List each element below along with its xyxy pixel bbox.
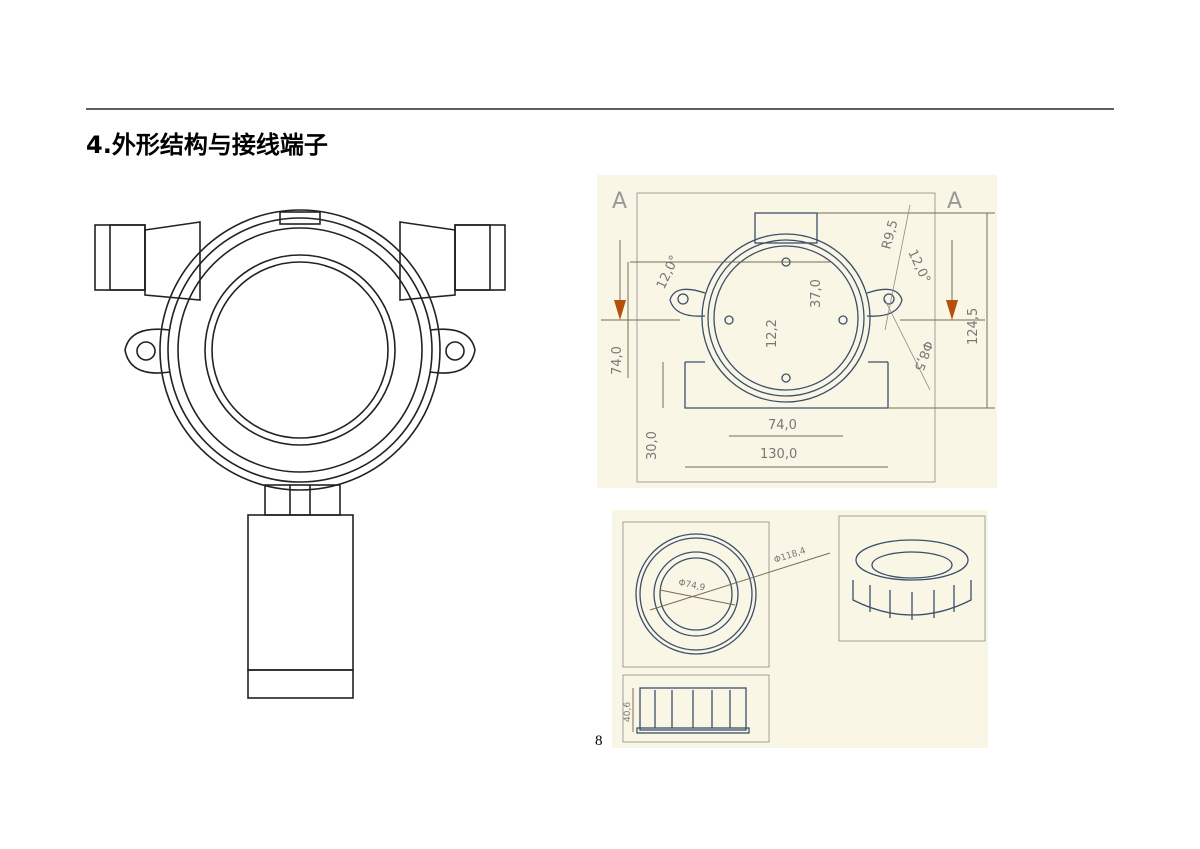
section-marker-right: A (947, 189, 962, 214)
svg-text:30,0: 30,0 (645, 431, 660, 460)
detector-front-view (94, 209, 506, 699)
svg-text:37,0: 37,0 (809, 279, 824, 308)
cap-technical-drawing: Φ118,4 Φ74,9 40,6 (612, 510, 988, 748)
svg-text:12,2: 12,2 (765, 319, 780, 348)
section-heading: 4.外形结构与接线端子 (86, 131, 328, 159)
section-arrow-right (946, 300, 958, 320)
page-number: 8 (595, 733, 603, 749)
svg-text:74,0: 74,0 (610, 346, 625, 375)
section-marker-left: A (612, 189, 627, 214)
svg-text:74,0: 74,0 (768, 418, 797, 433)
svg-text:R9,5: R9,5 (879, 218, 901, 251)
svg-text:130,0: 130,0 (760, 447, 797, 462)
housing-technical-drawing: A A 12,0° 12,0° R9,5 (597, 175, 997, 488)
svg-text:124,5: 124,5 (966, 308, 981, 345)
section-arrow-left (614, 300, 626, 320)
height-label: 40,6 (623, 702, 633, 722)
